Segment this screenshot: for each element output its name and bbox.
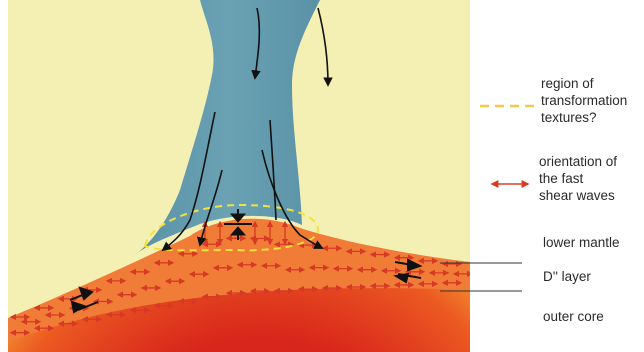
legend-transformation-line-1: region of [541, 75, 627, 92]
legend-transformation-label: region of transformation textures? [541, 75, 627, 126]
legend-fast-shear-line-3: shear waves [539, 187, 617, 204]
legend-fast-shear-line-1: orientation of [539, 153, 617, 170]
legend-fast-shear-label: orientation of the fast shear waves [539, 153, 617, 204]
legend-transformation-line-3: textures? [541, 109, 627, 126]
label-outer-core: outer core [543, 308, 604, 325]
legend-transformation-line-2: transformation [541, 92, 627, 109]
label-d-layer: D'' layer [543, 268, 591, 285]
legend-fast-shear-line-2: the fast [539, 170, 617, 187]
label-lower-mantle: lower mantle [543, 234, 620, 251]
